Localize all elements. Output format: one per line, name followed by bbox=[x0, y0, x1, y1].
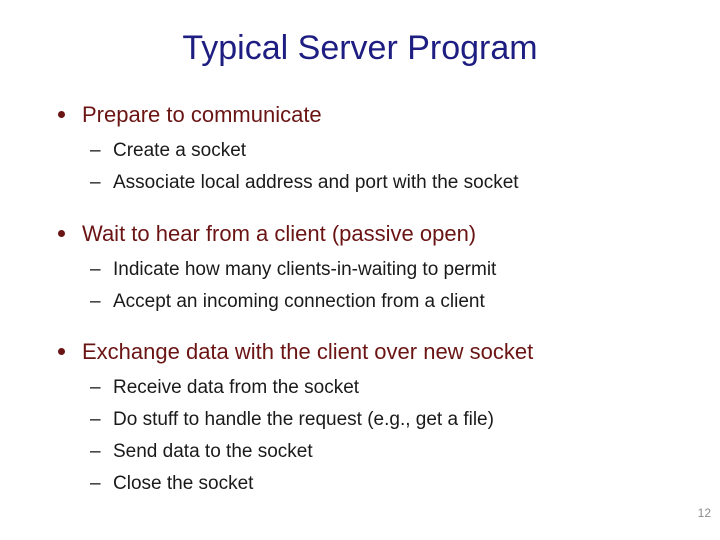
dash-icon: – bbox=[90, 473, 101, 494]
sub-bullet-label: Accept an incoming connection from a cli… bbox=[113, 291, 485, 312]
sub-bullet-label: Associate local address and port with th… bbox=[113, 172, 519, 193]
sub-bullet-list: – Create a socket – Associate local addr… bbox=[0, 135, 720, 199]
bullet-heading-label: Prepare to communicate bbox=[82, 102, 322, 127]
sub-bullet-label: Send data to the socket bbox=[113, 441, 313, 462]
bullet-section: Prepare to communicate – Create a socket… bbox=[0, 101, 720, 199]
bullet-heading-label: Wait to hear from a client (passive open… bbox=[82, 221, 477, 246]
sub-bullet-item: – Send data to the socket bbox=[0, 436, 720, 468]
sub-bullet-label: Close the socket bbox=[113, 473, 254, 494]
sub-bullet-item: – Indicate how many clients-in-waiting t… bbox=[0, 254, 720, 286]
sub-bullet-item: – Create a socket bbox=[0, 135, 720, 167]
bullet-icon bbox=[58, 348, 65, 355]
page-number: 12 bbox=[697, 506, 711, 520]
bullet-heading-label: Exchange data with the client over new s… bbox=[82, 339, 534, 364]
sub-bullet-item: – Close the socket bbox=[0, 468, 720, 500]
bullet-icon bbox=[58, 111, 65, 118]
sub-bullet-label: Indicate how many clients-in-waiting to … bbox=[113, 259, 497, 280]
sub-bullet-label: Receive data from the socket bbox=[113, 377, 360, 398]
dash-icon: – bbox=[90, 259, 101, 280]
bullet-heading: Wait to hear from a client (passive open… bbox=[0, 220, 720, 247]
sub-bullet-item: – Associate local address and port with … bbox=[0, 167, 720, 199]
sub-bullet-item: – Do stuff to handle the request (e.g., … bbox=[0, 404, 720, 436]
bullet-section: Wait to hear from a client (passive open… bbox=[0, 220, 720, 318]
sub-bullet-label: Create a socket bbox=[113, 140, 247, 161]
dash-icon: – bbox=[90, 140, 101, 161]
dash-icon: – bbox=[90, 377, 101, 398]
sub-bullet-item: – Receive data from the socket bbox=[0, 372, 720, 404]
sub-bullet-list: – Indicate how many clients-in-waiting t… bbox=[0, 254, 720, 318]
dash-icon: – bbox=[90, 172, 101, 193]
bullet-heading: Exchange data with the client over new s… bbox=[0, 338, 720, 365]
dash-icon: – bbox=[90, 409, 101, 430]
sub-bullet-label: Do stuff to handle the request (e.g., ge… bbox=[113, 409, 494, 430]
dash-icon: – bbox=[90, 291, 101, 312]
sub-bullet-list: – Receive data from the socket – Do stuf… bbox=[0, 372, 720, 500]
slide-title: Typical Server Program bbox=[182, 29, 538, 67]
bullet-section: Exchange data with the client over new s… bbox=[0, 338, 720, 500]
dash-icon: – bbox=[90, 441, 101, 462]
bullet-icon bbox=[58, 230, 65, 237]
bullet-heading: Prepare to communicate bbox=[0, 101, 720, 128]
sub-bullet-item: – Accept an incoming connection from a c… bbox=[0, 286, 720, 318]
